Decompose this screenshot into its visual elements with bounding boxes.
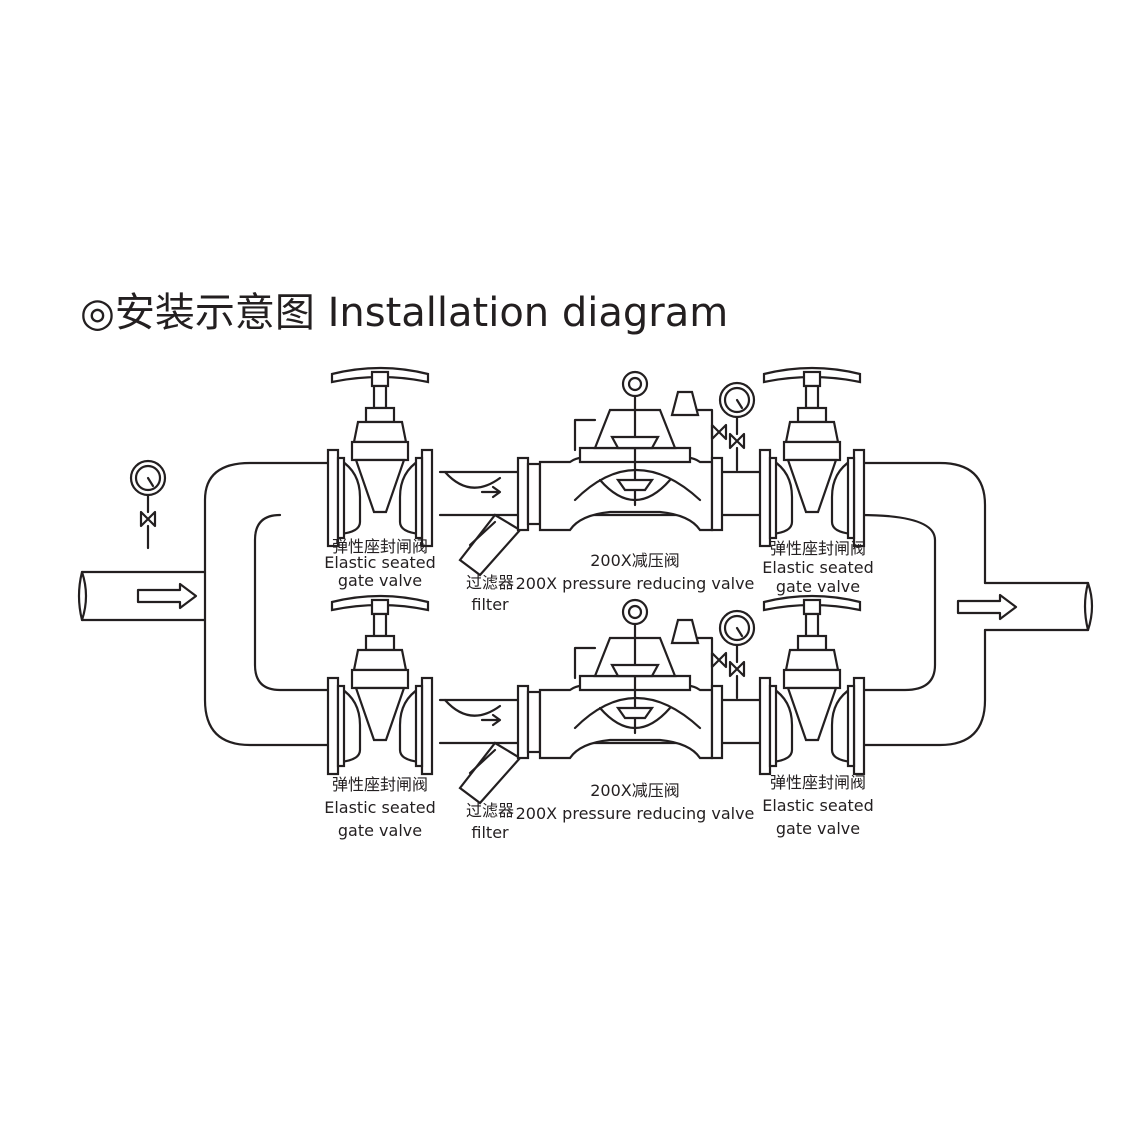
filter-label-cn: 过滤器 (466, 801, 514, 820)
filter-label-en: filter (471, 595, 509, 614)
lower-branch (328, 596, 864, 803)
gate-valve-label-en: gate valve (776, 577, 860, 596)
gate-valve-label-en: Elastic seated (324, 553, 436, 572)
diagram-title: ◎安装示意图 Installation diagram (80, 290, 728, 336)
gate-valve-label-cn: 弹性座封闸阀 (770, 773, 866, 792)
inlet-pipe (77, 459, 207, 622)
prv-label-cn: 200X减压阀 (590, 551, 680, 570)
gate-valve-label-cn: 弹性座封闸阀 (332, 537, 428, 556)
gate-valve-label-en: gate valve (776, 819, 860, 838)
gate-valve-label-en: gate valve (338, 821, 422, 840)
prv-label-cn: 200X减压阀 (590, 781, 680, 800)
gate-valve-label-en: gate valve (338, 571, 422, 590)
gate-valve-label-cn: 弹性座封闸阀 (770, 539, 866, 558)
gate-valve-label-en: Elastic seated (762, 796, 874, 815)
prv-label-en: 200X pressure reducing valve (516, 574, 755, 593)
prv-label-en: 200X pressure reducing valve (516, 804, 755, 823)
filter-label-en: filter (471, 823, 509, 842)
manifold-pipe (203, 461, 1094, 747)
gate-valve-label-en: Elastic seated (762, 558, 874, 577)
gate-valve-label-cn: 弹性座封闸阀 (332, 775, 428, 794)
gate-valve-label-en: Elastic seated (324, 798, 436, 817)
filter-label-cn: 过滤器 (466, 573, 514, 592)
